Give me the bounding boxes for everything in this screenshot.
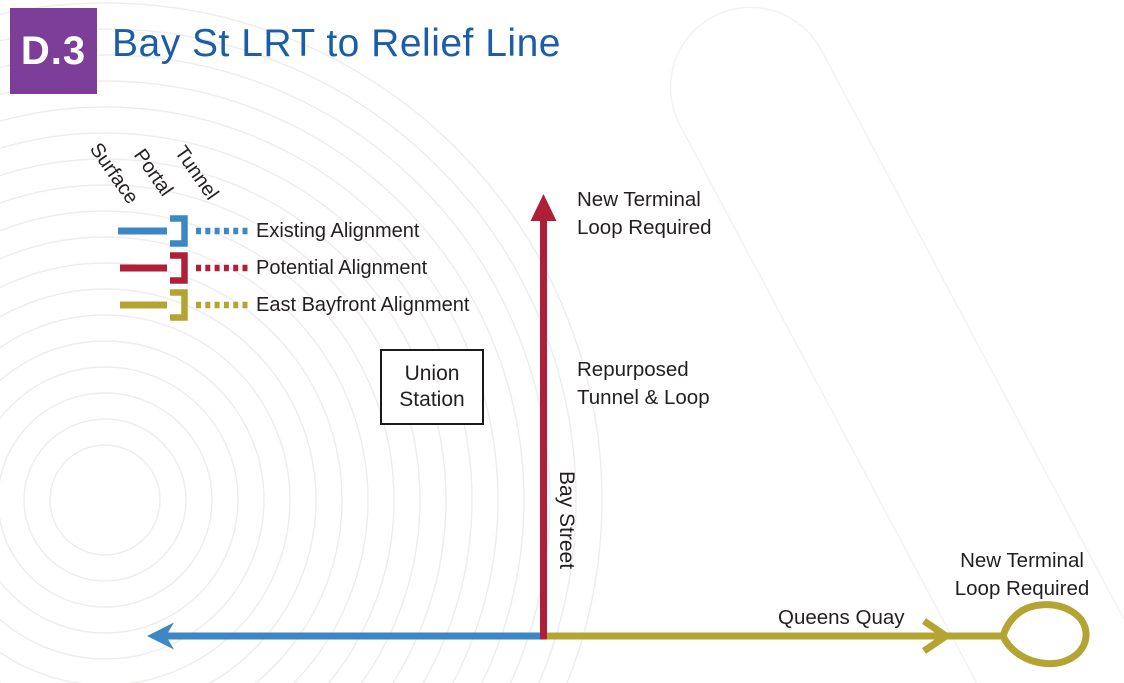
legend-portal-symbol-east-bayfront	[170, 289, 188, 321]
bay-street-label: Bay Street	[555, 471, 578, 570]
note-line: Repurposed	[577, 358, 689, 381]
legend-portal-symbol-potential	[170, 252, 188, 284]
east-arrowhead-icon	[922, 618, 953, 654]
note-line: Loop Required	[577, 216, 712, 239]
queens-quay-label: Queens Quay	[778, 606, 905, 629]
page-title: Bay St LRT to Relief Line	[112, 22, 561, 65]
legend-label-existing: Existing Alignment	[256, 220, 420, 242]
note-line: New Terminal	[960, 549, 1084, 572]
background-land-outline	[669, 6, 1124, 683]
legend-label-potential: Potential Alignment	[256, 257, 428, 279]
west-arrowhead-icon	[147, 622, 174, 650]
note-line: Loop Required	[954, 577, 1090, 600]
new-terminal-loop-note-north: New Terminal Loop Required	[577, 186, 712, 242]
note-line: Tunnel & Loop	[577, 386, 710, 409]
new-terminal-loop-note-east: New Terminal Loop Required	[946, 547, 1098, 603]
union-station-line1: Union	[404, 362, 460, 385]
legend-label-east-bayfront: East Bayfront Alignment	[256, 294, 470, 316]
note-line: New Terminal	[577, 188, 701, 211]
legend-portal-symbol-existing	[170, 215, 188, 247]
east-terminal-loop	[999, 601, 1090, 668]
section-badge: D.3	[10, 8, 97, 94]
union-station-line2: Station	[399, 388, 465, 411]
background-arcs	[0, 2, 603, 683]
legend-symbols	[118, 215, 249, 321]
union-station-box: Union Station	[380, 349, 484, 425]
repurposed-tunnel-loop-note: Repurposed Tunnel & Loop	[577, 356, 710, 412]
north-arrowhead-icon	[530, 194, 557, 221]
